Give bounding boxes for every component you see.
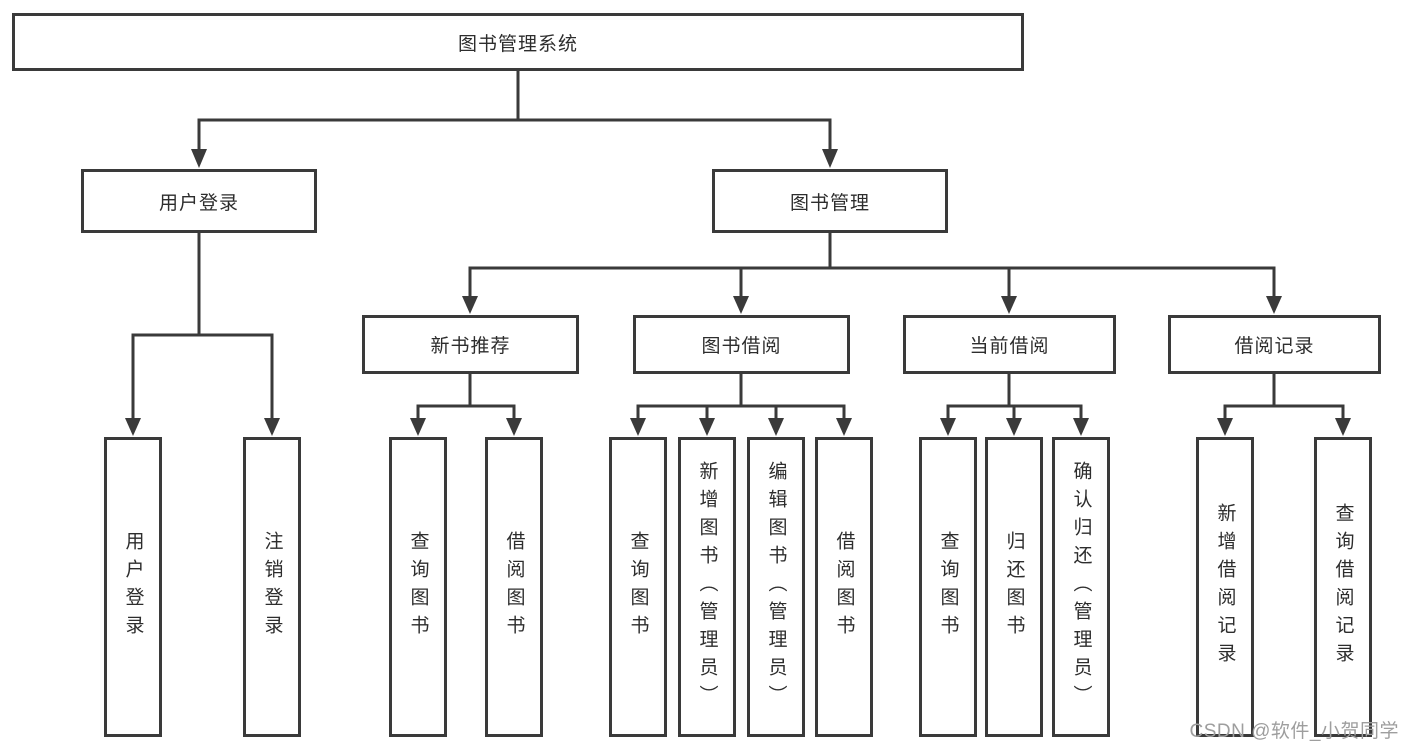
arrowhead-down-icon xyxy=(264,418,280,436)
arrowhead-down-icon xyxy=(462,296,478,314)
arrowhead-down-icon xyxy=(822,149,838,168)
arrowhead-down-icon xyxy=(733,296,749,314)
leaf-add-borrow-record: 新增借阅记录 xyxy=(1196,437,1254,737)
node-label: 查询借阅记录 xyxy=(1332,503,1354,671)
arrowhead-down-icon xyxy=(1217,418,1233,436)
node-current-borrow: 当前借阅 xyxy=(903,315,1116,374)
node-book-management: 图书管理 xyxy=(712,169,948,233)
node-label: 图书借阅 xyxy=(701,336,782,357)
leaf-query-book-recommend: 查询图书 xyxy=(389,437,447,737)
node-label: 编辑图书（管理员） xyxy=(765,461,787,713)
node-label: 借阅图书 xyxy=(503,531,525,643)
node-label: 查询图书 xyxy=(407,531,429,643)
arrowhead-down-icon xyxy=(699,418,715,436)
node-library-management-system: 图书管理系统 xyxy=(12,13,1024,71)
leaf-borrow-book-recommend: 借阅图书 xyxy=(485,437,543,737)
csdn-watermark: CSDN @软件_小贺同学 xyxy=(1189,721,1399,742)
arrowhead-down-icon xyxy=(630,418,646,436)
arrowhead-down-icon xyxy=(191,149,207,168)
arrowhead-down-icon xyxy=(125,418,141,436)
node-label: 新增图书（管理员） xyxy=(696,461,718,713)
node-label: 借阅记录 xyxy=(1234,336,1315,357)
node-label: 借阅图书 xyxy=(833,531,855,643)
arrowhead-down-icon xyxy=(836,418,852,436)
node-new-book-recommend: 新书推荐 xyxy=(362,315,579,374)
arrowhead-down-icon xyxy=(1266,296,1282,314)
node-label: 图书管理系统 xyxy=(457,33,578,55)
leaf-user-login: 用户登录 xyxy=(104,437,162,737)
leaf-edit-book-admin: 编辑图书（管理员） xyxy=(747,437,805,737)
leaf-query-book-borrow: 查询图书 xyxy=(609,437,667,737)
arrowhead-down-icon xyxy=(1335,418,1351,436)
arrowhead-down-icon xyxy=(768,418,784,436)
leaf-add-book-admin: 新增图书（管理员） xyxy=(678,437,736,737)
node-label: 注销登录 xyxy=(261,531,283,643)
node-book-borrow: 图书借阅 xyxy=(633,315,850,374)
node-label: 查询图书 xyxy=(937,531,959,643)
node-borrow-records: 借阅记录 xyxy=(1168,315,1381,374)
arrowhead-down-icon xyxy=(940,418,956,436)
node-label: 用户登录 xyxy=(122,531,144,643)
leaf-logout: 注销登录 xyxy=(243,437,301,737)
arrowhead-down-icon xyxy=(506,418,522,436)
node-label: 归还图书 xyxy=(1003,531,1025,643)
arrowhead-down-icon xyxy=(1001,296,1017,314)
node-label: 图书管理 xyxy=(789,192,870,214)
arrowhead-down-icon xyxy=(1073,418,1089,436)
leaf-query-borrow-record: 查询借阅记录 xyxy=(1314,437,1372,737)
node-label: 新增借阅记录 xyxy=(1214,503,1236,671)
node-label: 查询图书 xyxy=(627,531,649,643)
node-user-login: 用户登录 xyxy=(81,169,317,233)
leaf-query-book-current: 查询图书 xyxy=(919,437,977,737)
leaf-return-book: 归还图书 xyxy=(985,437,1043,737)
leaf-confirm-return-admin: 确认归还（管理员） xyxy=(1052,437,1110,737)
node-label: 用户登录 xyxy=(158,192,239,214)
leaf-borrow-book: 借阅图书 xyxy=(815,437,873,737)
node-label: 确认归还（管理员） xyxy=(1070,461,1092,713)
node-label: 新书推荐 xyxy=(430,336,511,357)
arrowhead-down-icon xyxy=(410,418,426,436)
node-label: 当前借阅 xyxy=(969,336,1050,357)
arrowhead-down-icon xyxy=(1006,418,1022,436)
